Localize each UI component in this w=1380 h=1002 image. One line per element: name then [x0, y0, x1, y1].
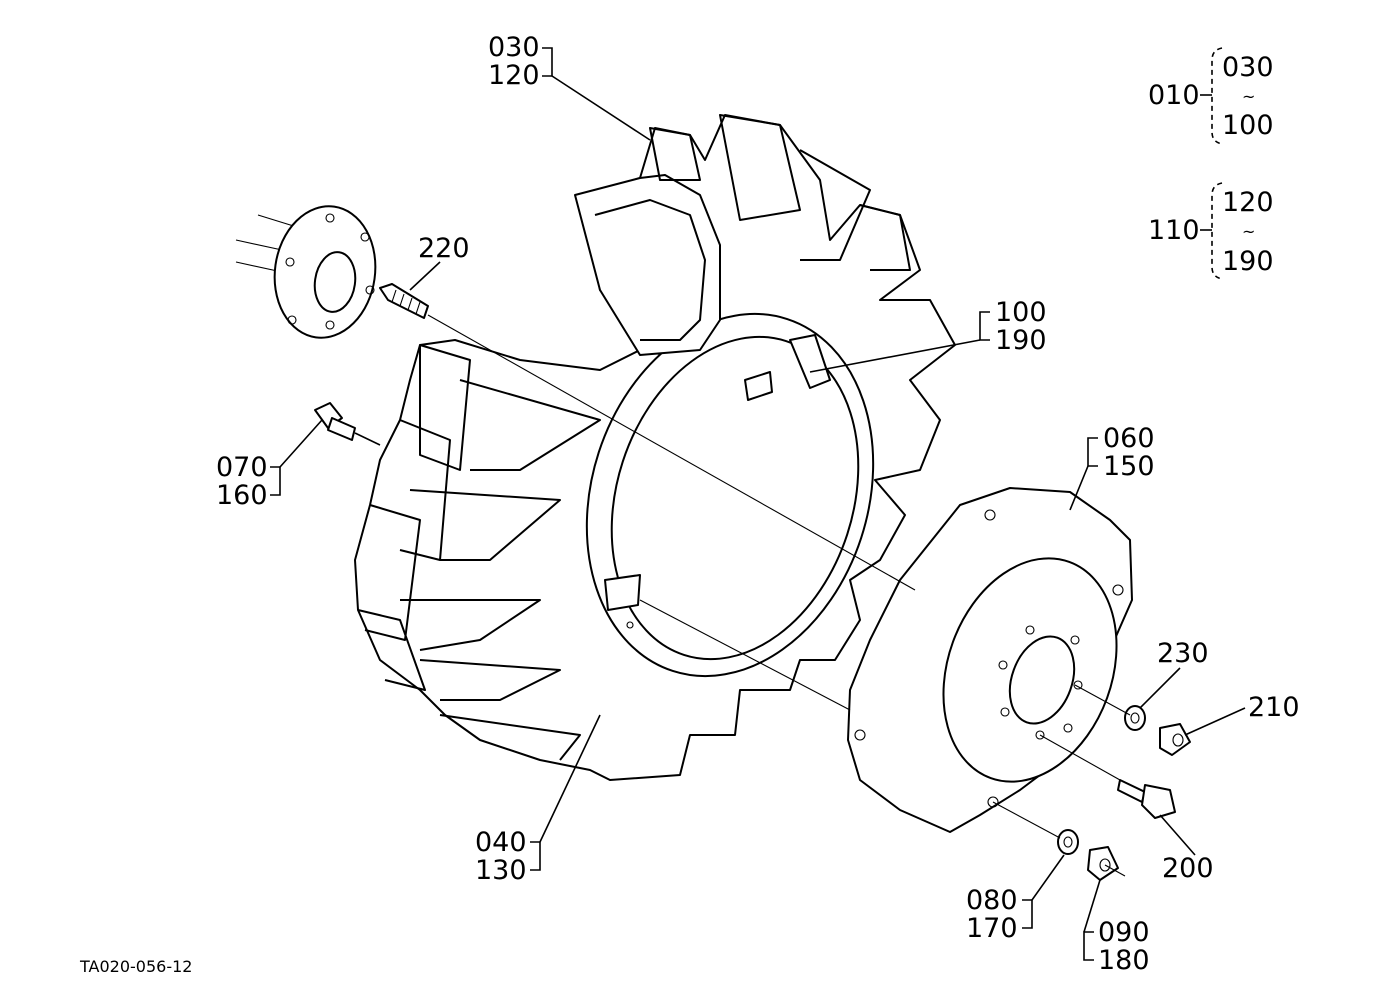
- callout-200: 200: [1162, 853, 1214, 884]
- svg-text:210: 210: [1248, 692, 1300, 723]
- svg-text:080: 080: [966, 885, 1018, 916]
- svg-text:190: 190: [1222, 246, 1274, 277]
- svg-text:070: 070: [216, 452, 268, 483]
- axle-flange: [235, 205, 377, 339]
- assembly-lines: [427, 314, 1131, 877]
- svg-text:190: 190: [995, 325, 1047, 356]
- callout-030-120: 030 120: [488, 32, 540, 91]
- leader-lines: [270, 47, 1246, 961]
- svg-text:030: 030: [1222, 52, 1274, 83]
- svg-text:130: 130: [475, 855, 527, 886]
- callout-220: 220: [418, 233, 470, 264]
- nut-090: [1087, 846, 1119, 881]
- tire: [354, 114, 956, 781]
- bolt-070: [314, 402, 356, 441]
- callout-090-180: 090 180: [1098, 917, 1150, 976]
- svg-text:010: 010: [1148, 80, 1200, 111]
- callout-100-190: 100 190: [995, 297, 1047, 356]
- callout-080-170: 080 170: [966, 885, 1018, 944]
- lock-washer-230: [1124, 705, 1146, 731]
- svg-text:100: 100: [995, 297, 1047, 328]
- assembly-110: 110 120 ~ 190: [1148, 182, 1274, 280]
- stud-bolt-220: [379, 283, 429, 319]
- bolt-200: [1117, 779, 1176, 819]
- svg-text:170: 170: [966, 913, 1018, 944]
- svg-text:~: ~: [1242, 222, 1255, 241]
- svg-text:120: 120: [488, 60, 540, 91]
- svg-text:100: 100: [1222, 110, 1274, 141]
- svg-text:180: 180: [1098, 945, 1150, 976]
- svg-text:~: ~: [1242, 87, 1255, 106]
- svg-text:160: 160: [216, 480, 268, 511]
- svg-text:030: 030: [488, 32, 540, 63]
- svg-text:150: 150: [1103, 451, 1155, 482]
- diagram-code: TA020-056-12: [79, 957, 192, 976]
- svg-text:060: 060: [1103, 423, 1155, 454]
- callout-060-150: 060 150: [1103, 423, 1155, 482]
- washer-080: [1057, 829, 1079, 855]
- wheel-disc: [847, 487, 1133, 833]
- svg-text:110: 110: [1148, 215, 1200, 246]
- callout-210: 210: [1248, 692, 1300, 723]
- svg-text:200: 200: [1162, 853, 1214, 884]
- svg-text:220: 220: [418, 233, 470, 264]
- callout-230: 230: [1157, 638, 1209, 669]
- callout-070-160: 070 160: [216, 452, 268, 511]
- svg-text:120: 120: [1222, 187, 1274, 218]
- svg-text:040: 040: [475, 827, 527, 858]
- nut-210: [1159, 723, 1191, 756]
- assembly-010: 010 030 ~ 100: [1148, 47, 1274, 145]
- callout-040-130: 040 130: [475, 827, 527, 886]
- svg-text:090: 090: [1098, 917, 1150, 948]
- svg-text:230: 230: [1157, 638, 1209, 669]
